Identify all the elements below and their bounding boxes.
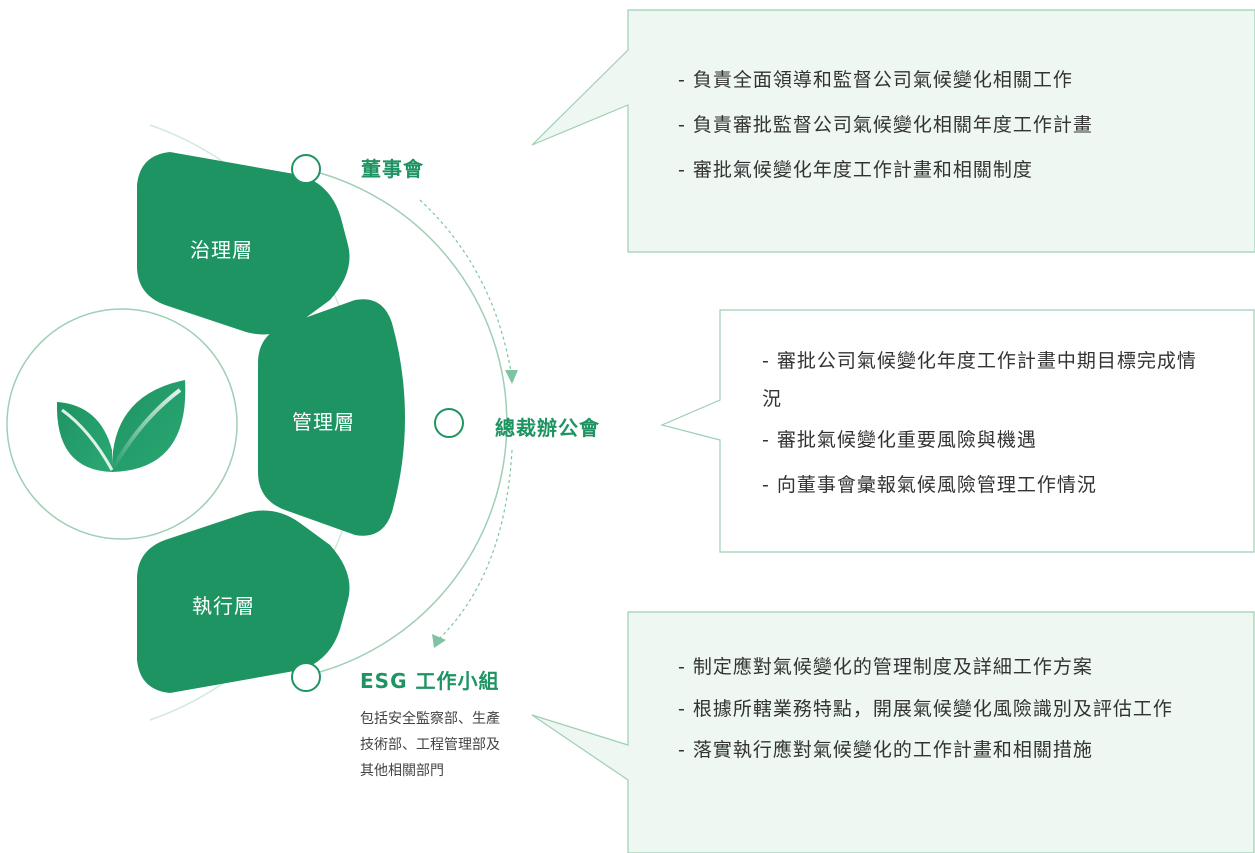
segment-management — [258, 299, 405, 536]
callout-box-board — [531, 9, 1255, 253]
esg-group-note: 包括安全監察部、生產技術部、工程管理部及其他相關部門 — [360, 711, 500, 779]
president-office-duty-item: - 審批氣候變化重要風險與機遇 — [762, 429, 1037, 451]
node-president-circle — [434, 408, 464, 438]
main-arc — [299, 167, 508, 678]
segment-label-management: 管理層 — [292, 410, 355, 434]
node-label-esg-group: ESG 工作小組 — [360, 669, 500, 693]
segment-label-governance: 治理層 — [190, 238, 253, 262]
leaf-icon — [56, 380, 186, 472]
esg-group-duty-item: - 根據所轄業務特點，開展氣候變化風險識別及評估工作 — [678, 698, 1173, 720]
board-duty-item: - 負責審批監督公司氣候變化相關年度工作計畫 — [678, 114, 1093, 136]
board-duty-item: - 負責全面領導和監督公司氣候變化相關工作 — [678, 69, 1073, 91]
esg-group-duties: - 制定應對氣候變化的管理制度及詳細工作方案 - 根據所轄業務特點，開展氣候變化… — [678, 645, 1218, 773]
flow-arrow-1-head — [505, 370, 518, 384]
segment-governance — [137, 152, 350, 335]
segment-execution — [137, 510, 350, 693]
node-label-board: 董事會 — [361, 157, 424, 181]
callout-box-esg — [531, 611, 1255, 853]
esg-group-duty-item: - 落實執行應對氣候變化的工作計畫和相關措施 — [678, 739, 1093, 761]
esg-group-duty-item: - 制定應對氣候變化的管理制度及詳細工作方案 — [678, 656, 1093, 678]
president-office-duty-item: - 審批公司氣候變化年度工作計畫中期目標完成情況 — [762, 350, 1197, 410]
flow-arrow-1 — [419, 199, 513, 379]
callout-box-president — [660, 309, 1255, 553]
president-office-duties: - 審批公司氣候變化年度工作計畫中期目標完成情況 - 審批氣候變化重要風險與機遇… — [762, 342, 1212, 508]
board-duties: - 負責全面領導和監督公司氣候變化相關工作 - 負責審批監督公司氣候變化相關年度… — [678, 58, 1238, 193]
node-label-president-office: 總裁辦公會 — [495, 416, 600, 440]
node-board-circle — [291, 154, 321, 184]
segment-label-execution: 執行層 — [192, 594, 255, 618]
board-duty-item: - 審批氣候變化年度工作計畫和相關制度 — [678, 159, 1033, 181]
node-esg-circle — [291, 662, 321, 692]
flow-arrow-2-head — [432, 634, 446, 648]
president-office-duty-item: - 向董事會彙報氣候風險管理工作情況 — [762, 474, 1097, 496]
